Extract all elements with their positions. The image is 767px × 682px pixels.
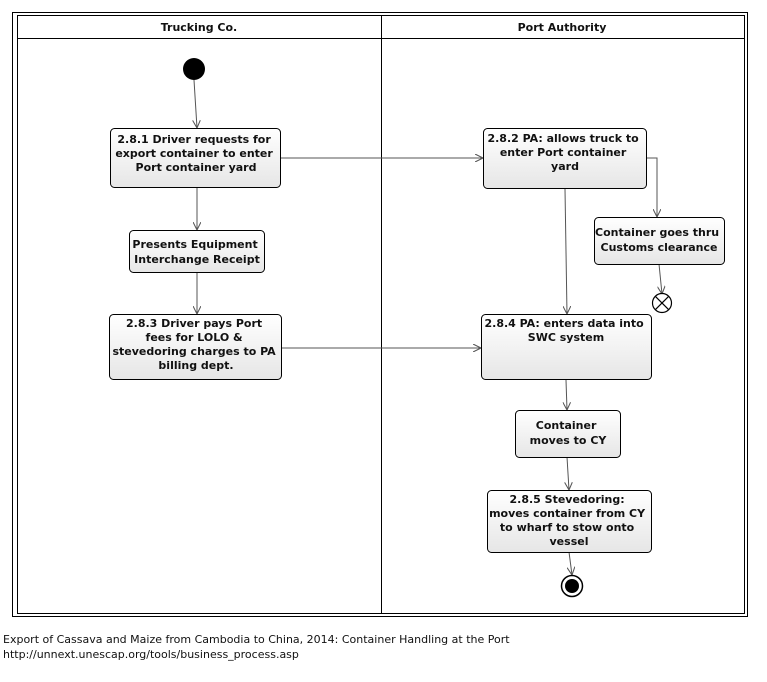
node-equipment-interchange-receipt: Presents Equipment Interchange Receipt bbox=[129, 230, 265, 273]
node-2-8-5-label: 2.8.5 Stevedoring: moves container from … bbox=[489, 493, 649, 548]
edge-cy-to-285 bbox=[567, 456, 569, 490]
edge-284-to-cy bbox=[566, 379, 567, 410]
outer-frame bbox=[12, 12, 748, 617]
edge-start-to-281 bbox=[194, 79, 197, 128]
node-2-8-4: 2.8.4 PA: enters data into SWC system bbox=[481, 314, 652, 380]
node-customs-clearance: Container goes thru Customs clearance bbox=[594, 217, 725, 265]
node-2-8-4-label: 2.8.4 PA: enters data into SWC system bbox=[484, 317, 647, 344]
edge-customs-to-flowfinal bbox=[659, 263, 662, 294]
node-container-moves-to-cy: Container moves to CY bbox=[515, 410, 621, 458]
edges bbox=[194, 79, 662, 575]
node-2-8-1: 2.8.1 Driver requests for export contain… bbox=[110, 128, 281, 188]
node-2-8-2-label: 2.8.2 PA: allows truck to enter Port con… bbox=[487, 132, 642, 173]
caption-title: Export of Cassava and Maize from Cambodi… bbox=[3, 633, 510, 646]
edge-282-to-customs bbox=[646, 157, 657, 217]
edge-282-to-284 bbox=[565, 188, 567, 314]
start-node bbox=[183, 58, 205, 80]
end-node bbox=[560, 574, 584, 598]
node-2-8-3-label: 2.8.3 Driver pays Port fees for LOLO & s… bbox=[112, 317, 279, 372]
caption-source-url: http://unnext.unescap.org/tools/business… bbox=[3, 648, 299, 661]
activity-diagram: Trucking Co. Port Authority 2.8.1 Driver… bbox=[12, 12, 748, 617]
lane-title-trucking: Trucking Co. bbox=[161, 21, 238, 34]
edge-285-to-end bbox=[569, 551, 572, 575]
node-eir-label: Presents Equipment Interchange Receipt bbox=[132, 238, 261, 266]
node-cy-label: Container moves to CY bbox=[530, 419, 608, 447]
node-2-8-1-label: 2.8.1 Driver requests for export contain… bbox=[115, 133, 276, 174]
lane-title-port-authority: Port Authority bbox=[518, 21, 607, 34]
node-2-8-5: 2.8.5 Stevedoring: moves container from … bbox=[487, 490, 652, 553]
flow-final-node bbox=[651, 292, 673, 314]
node-2-8-2: 2.8.2 PA: allows truck to enter Port con… bbox=[483, 128, 647, 189]
node-2-8-3: 2.8.3 Driver pays Port fees for LOLO & s… bbox=[109, 314, 282, 380]
node-customs-label: Container goes thru Customs clearance bbox=[595, 226, 723, 254]
